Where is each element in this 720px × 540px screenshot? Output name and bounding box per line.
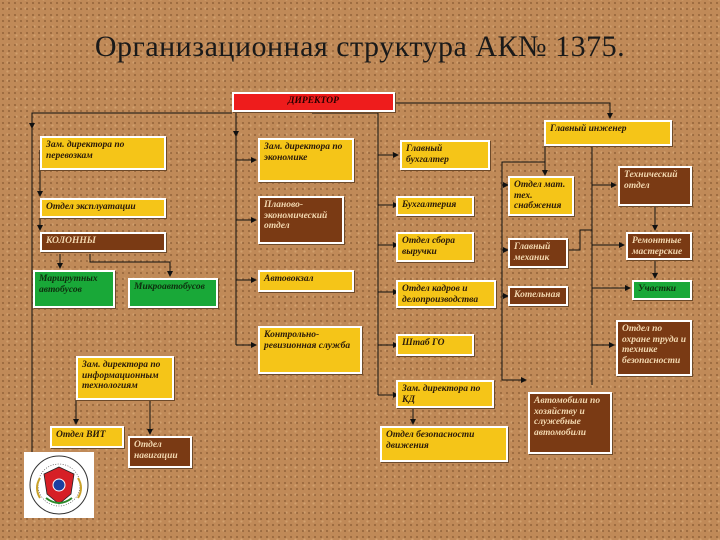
minibuses-box: Микроавтобусов [128,278,218,308]
staff-go-box: Штаб ГО [396,334,474,356]
planning-dept-box: Планово-экономический отдел [258,196,344,244]
cars-box: Автомобили по хозяйству и служебные авто… [528,392,612,454]
sites-box: Участки [632,280,692,300]
bus-station-box: Автовокзал [258,270,354,292]
emblem-icon [24,452,94,518]
chief-engineer-box: Главный инженер [544,120,672,146]
control-service-box: Контрольно-ревизионная служба [258,326,362,374]
dept-vit-box: Отдел ВИТ [50,426,124,448]
page-title: Организационная структура АК№ 1375. [94,30,626,63]
accounting-box: Бухгалтерия [396,196,474,216]
dept-supply-box: Отдел мат. тех. снабжения [508,176,574,216]
dept-hr-box: Отдел кадров и делопроизводства [396,280,496,308]
deputy-economy-box: Зам. директора по экономике [258,138,354,182]
dept-collection-box: Отдел сбора выручки [396,232,474,262]
boiler-room-box: Котельная [508,286,568,306]
deputy-it-box: Зам. директора по информационным техноло… [76,356,174,400]
dept-operations-box: Отдел эксплуатации [40,198,166,218]
chief-mechanic-box: Главный механик [508,238,568,268]
route-buses-box: Маршрутных автобусов [33,270,115,308]
tech-dept-box: Технический отдел [618,166,692,206]
deputy-transport-box: Зам. директора по перевозкам [40,136,166,170]
director-box: ДИРЕКТОР [232,92,395,112]
dept-navigation-box: Отдел навигации [128,436,192,468]
labor-dept-box: Отдел по охране труда и технике безопасн… [616,320,692,376]
dept-safety-box: Отдел безопасности движения [380,426,508,462]
chief-accountant-box: Главный бухгалтер [400,140,490,170]
deputy-kd-box: Зам. директора по КД [396,380,494,408]
repair-shops-box: Ремонтные мастерские [626,232,692,260]
columns-box: КОЛОННЫ [40,232,166,252]
